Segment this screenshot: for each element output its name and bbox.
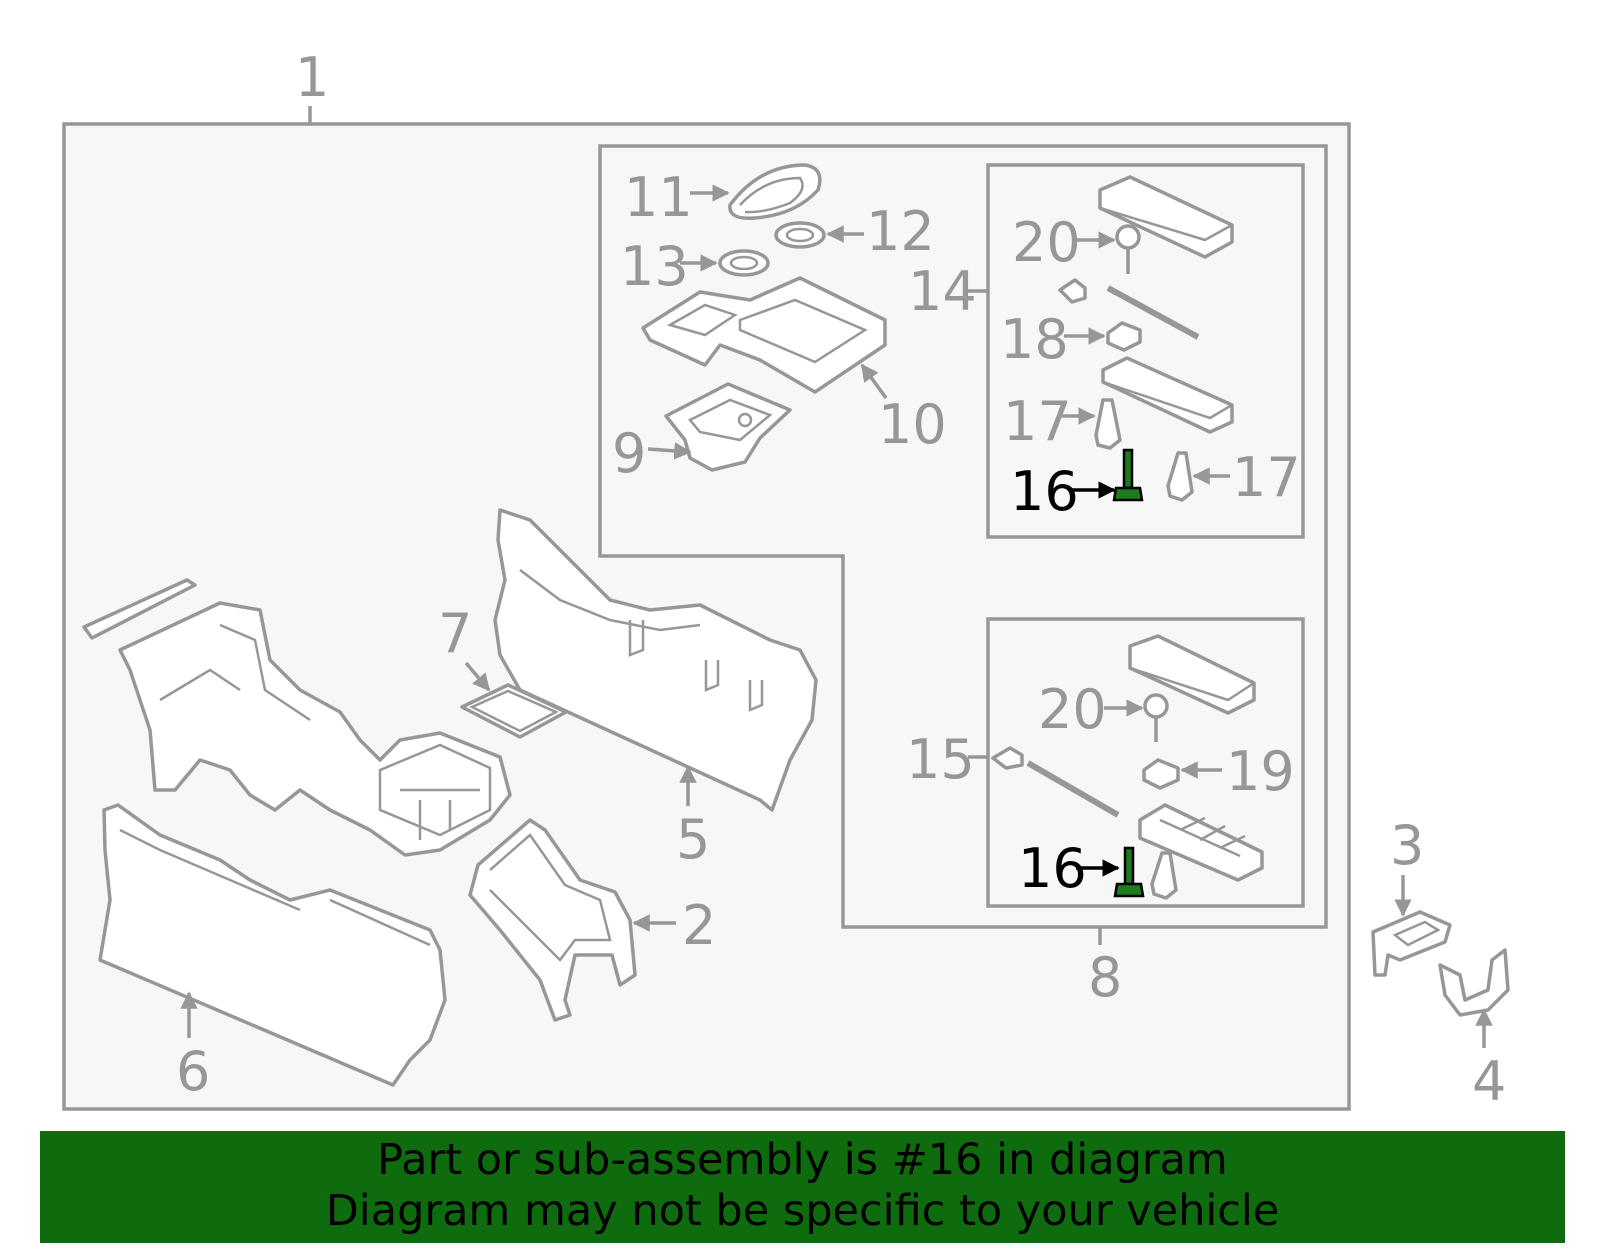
callout-12: 12 [866, 200, 935, 263]
part-12-ring [774, 221, 826, 249]
callout-2: 2 [682, 894, 716, 957]
part-13-ring [718, 249, 770, 277]
part-2-bracket [468, 818, 637, 1022]
callout-4: 4 [1472, 1050, 1506, 1113]
callout-9: 9 [612, 422, 646, 485]
callout-20b: 20 [1038, 678, 1107, 741]
banner-line-2: Diagram may not be specific to your vehi… [325, 1186, 1280, 1236]
callout-11: 11 [624, 166, 693, 229]
part-18-clip [1106, 321, 1142, 352]
part-5-panel [493, 508, 818, 812]
part-17-bumper-c [1150, 851, 1178, 900]
part-4-trim [1438, 948, 1510, 1017]
callout-17a: 17 [1003, 390, 1072, 453]
callout-6: 6 [176, 1040, 210, 1103]
info-banner: Part or sub-assembly is #16 in diagram D… [40, 1131, 1565, 1243]
part-6-panel [98, 803, 447, 1087]
part-17-bumper-a [1094, 398, 1122, 450]
part-17-bumper-b [1166, 451, 1194, 502]
banner-line-1: Part or sub-assembly is #16 in diagram [377, 1135, 1228, 1185]
callout-17b: 17 [1232, 446, 1301, 509]
part-16-bolt-b [1113, 846, 1145, 898]
callout-10: 10 [878, 393, 947, 456]
callout-16b: 16 [1018, 837, 1087, 900]
callout-7: 7 [438, 602, 472, 665]
callout-16a: 16 [1010, 460, 1079, 523]
callout-18: 18 [1000, 308, 1069, 371]
callout-1: 1 [295, 46, 329, 109]
callout-13: 13 [620, 235, 689, 298]
part-console-body [118, 601, 512, 857]
callout-5: 5 [676, 808, 710, 871]
callout-19: 19 [1226, 740, 1295, 803]
callout-15: 15 [906, 728, 975, 791]
part-rail [82, 578, 197, 640]
callout-14: 14 [908, 260, 977, 323]
callout-20a: 20 [1012, 211, 1081, 274]
callout-3: 3 [1390, 814, 1424, 877]
part-19-clip [1142, 758, 1180, 790]
callout-8: 8 [1088, 946, 1122, 1009]
